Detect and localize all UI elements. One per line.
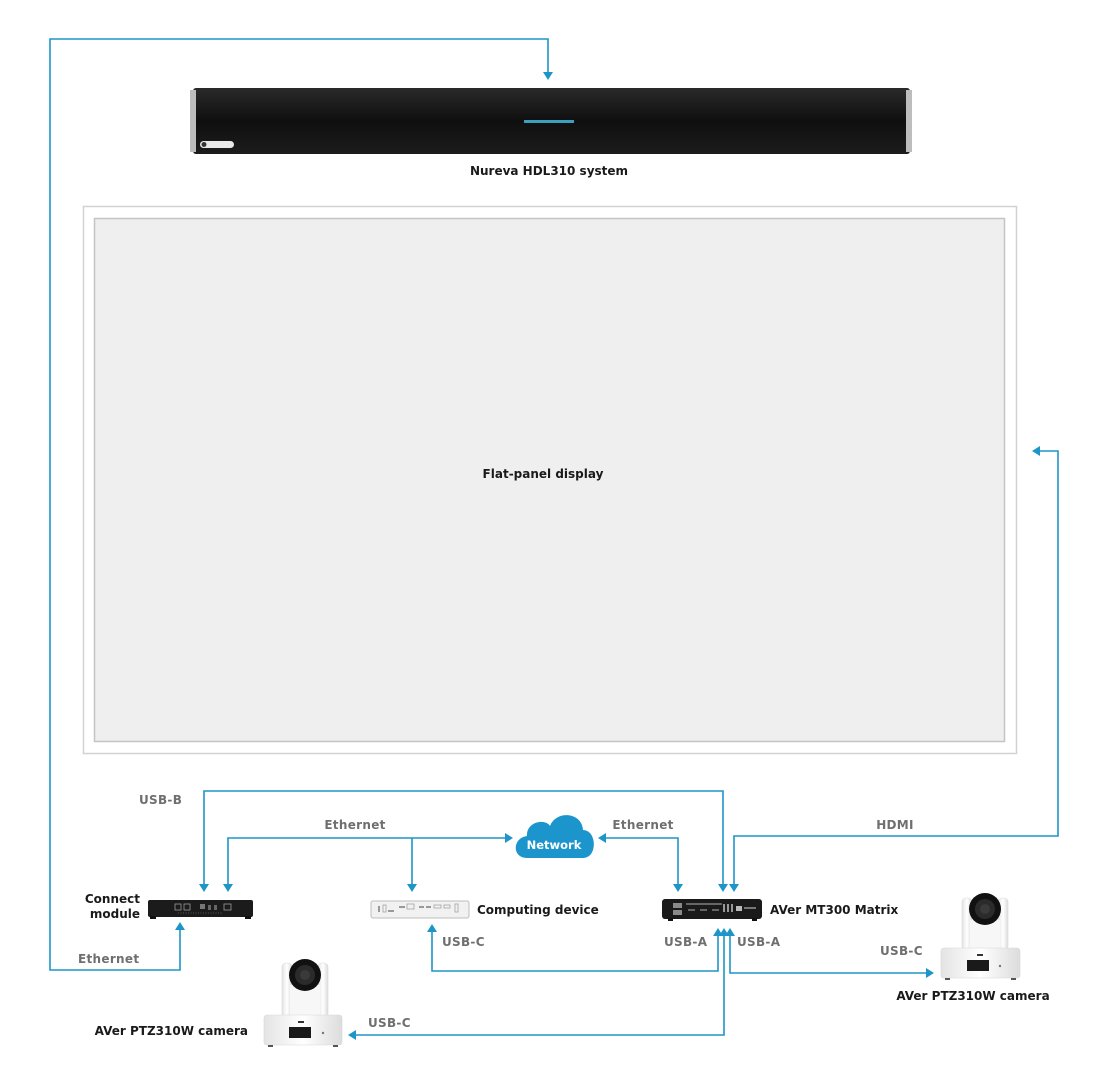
arrow-up-icon bbox=[725, 928, 735, 936]
connect-module-label-line2: module bbox=[90, 907, 140, 921]
wire-usb-c-computing bbox=[431, 932, 719, 972]
matrix-label: AVer MT300 Matrix bbox=[770, 903, 898, 917]
soundbar-status-light bbox=[524, 120, 574, 123]
wire-hdmi bbox=[733, 450, 1059, 884]
wire-usb-c-right-camera bbox=[729, 936, 926, 974]
arrow-down-icon bbox=[223, 884, 233, 892]
wire-usb-b bbox=[203, 790, 724, 884]
label-hdmi: HDMI bbox=[876, 818, 914, 832]
camera-right-label: AVer PTZ310W camera bbox=[896, 989, 1049, 1003]
network-label: Network bbox=[527, 838, 582, 852]
arrow-up-icon bbox=[427, 924, 437, 932]
label-usb-a-left: USB-A bbox=[664, 935, 708, 949]
label-usb-b: USB-B bbox=[139, 793, 182, 807]
label-ethernet-right: Ethernet bbox=[612, 818, 673, 832]
wire-ethernet-connect-to-soundbar bbox=[49, 38, 549, 971]
connect-module-label-line1: Connect bbox=[85, 892, 140, 906]
arrow-right-icon bbox=[926, 968, 934, 978]
soundbar-device bbox=[190, 88, 912, 154]
soundbar-logo-dot bbox=[201, 142, 207, 147]
arrow-left-icon bbox=[598, 833, 606, 843]
label-ethernet-bottom: Ethernet bbox=[78, 952, 139, 966]
label-usb-c-left-camera: USB-C bbox=[368, 1016, 411, 1030]
wire-ethernet-network-to-matrix bbox=[606, 837, 679, 884]
soundbar-endcap-right bbox=[906, 90, 912, 152]
computing-device-icon bbox=[370, 900, 470, 919]
connect-module-icon bbox=[148, 900, 253, 919]
display-device bbox=[82, 205, 1018, 755]
display-icon bbox=[93, 217, 1006, 743]
computing-device-label: Computing device bbox=[477, 903, 599, 917]
arrow-down-icon bbox=[407, 884, 417, 892]
arrow-down-icon bbox=[199, 884, 209, 892]
soundbar-logo-badge bbox=[200, 141, 234, 148]
matrix-box-icon bbox=[662, 899, 762, 921]
wire-usb-c-left-camera bbox=[356, 936, 725, 1036]
display-label: Flat-panel display bbox=[483, 467, 604, 481]
wire-ethernet-connect-to-network bbox=[227, 837, 505, 884]
label-ethernet-left: Ethernet bbox=[324, 818, 385, 832]
label-usb-c-computing: USB-C bbox=[442, 935, 485, 949]
arrow-down-icon bbox=[718, 884, 728, 892]
label-usb-c-right-camera: USB-C bbox=[880, 944, 923, 958]
arrow-left-icon bbox=[348, 1030, 356, 1040]
arrow-right-icon bbox=[505, 833, 513, 843]
ptz-camera-icon-right bbox=[940, 893, 1021, 980]
cloud-icon bbox=[515, 815, 594, 858]
camera-left-label: AVer PTZ310W camera bbox=[95, 1024, 248, 1038]
ptz-camera-icon-left bbox=[263, 959, 343, 1047]
soundbar-label: Nureva HDL310 system bbox=[470, 164, 628, 178]
arrow-down-icon bbox=[543, 72, 553, 80]
arrow-down-icon bbox=[673, 884, 683, 892]
soundbar-endcap-left bbox=[190, 90, 196, 152]
arrow-left-icon bbox=[1032, 446, 1040, 456]
arrow-down-icon bbox=[729, 884, 739, 892]
label-usb-a-right: USB-A bbox=[737, 935, 781, 949]
arrow-up-icon bbox=[175, 922, 185, 930]
